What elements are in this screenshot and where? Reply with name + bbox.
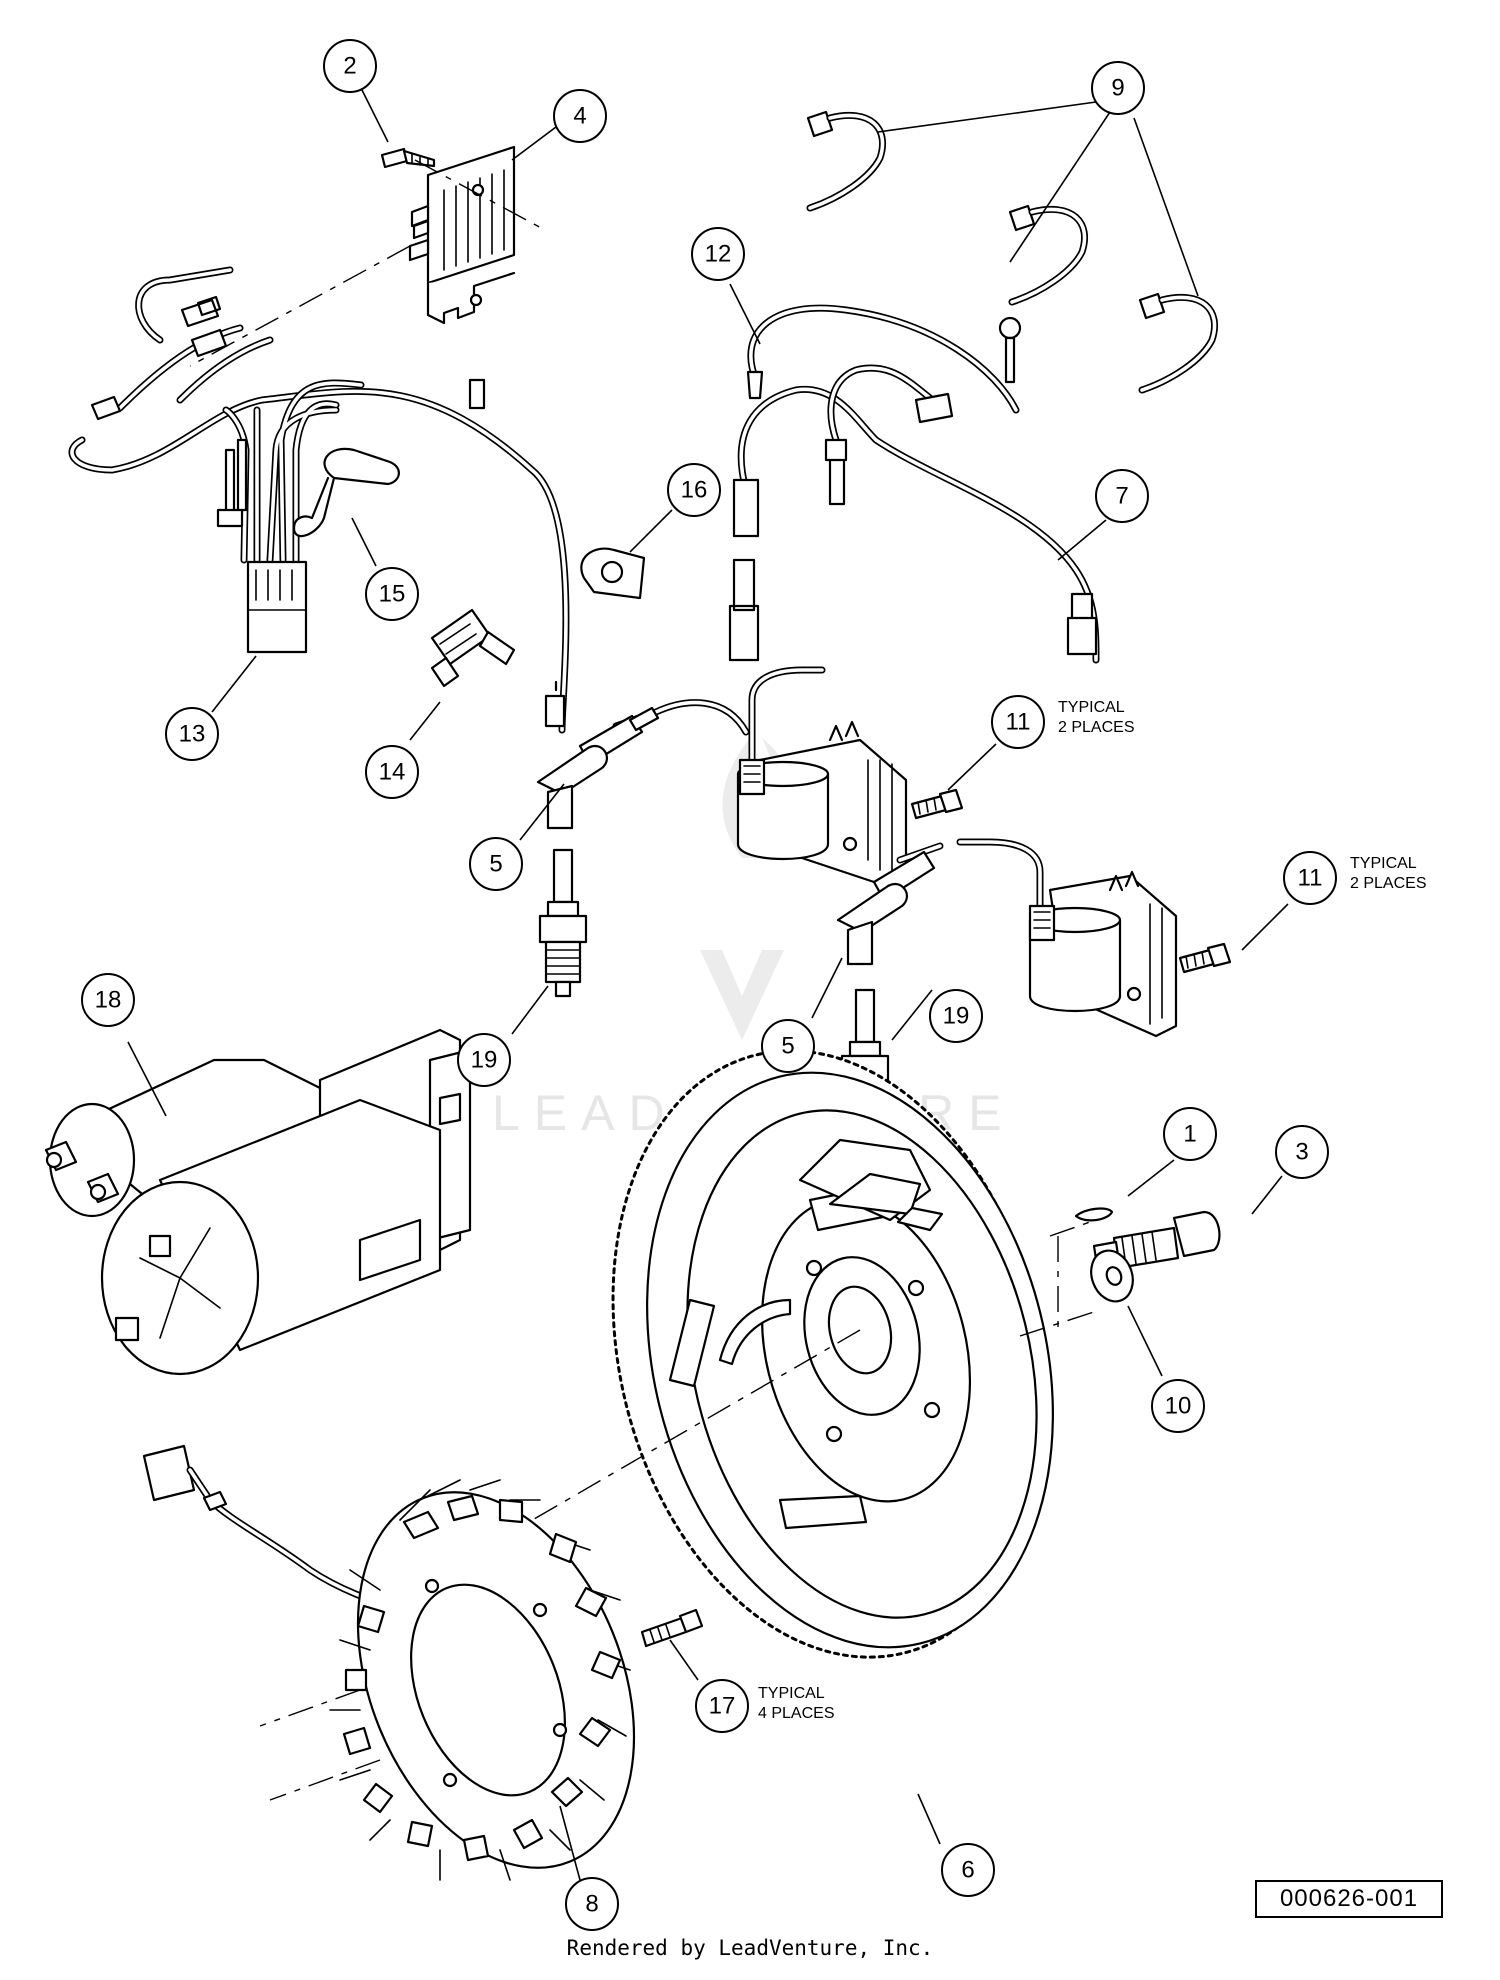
part-screw-17	[640, 1608, 704, 1648]
part-screw-11-lower	[1178, 942, 1232, 974]
svg-text:7: 7	[1115, 483, 1128, 510]
svg-text:16: 16	[681, 477, 708, 504]
callout-1: 1	[1163, 1107, 1217, 1161]
part-rectifier-regulator-4	[408, 145, 516, 325]
part-clamp-16	[580, 547, 646, 600]
part-flywheel-key-1	[1074, 1207, 1114, 1222]
part-clamp-15	[292, 447, 400, 538]
part-tie-strap-9	[806, 110, 1219, 394]
svg-text:10: 10	[1165, 1393, 1192, 1420]
callout-19-lower: 19	[929, 989, 983, 1043]
svg-text:14: 14	[379, 759, 406, 786]
callout-13: 13	[165, 707, 219, 761]
callout-3: 3	[1275, 1125, 1329, 1179]
callout-11-upper: 11	[991, 695, 1045, 749]
callout-19-upper: 19	[457, 1033, 511, 1087]
svg-text:18: 18	[95, 987, 122, 1014]
part-flywheel-6	[611, 1049, 1054, 1659]
svg-text:4: 4	[573, 103, 586, 130]
part-kill-wire-7	[728, 364, 1100, 664]
leader-lines	[127, 81, 1289, 1881]
svg-text:19: 19	[471, 1047, 498, 1074]
svg-text:15: 15	[379, 581, 406, 608]
callout-2: 2	[323, 39, 377, 93]
callout-7: 7	[1095, 469, 1149, 523]
callout-5-lower: 5	[761, 1019, 815, 1073]
part-flywheel-bolt-3	[1092, 1210, 1221, 1274]
callout-15: 15	[365, 567, 419, 621]
svg-text:6: 6	[961, 1857, 974, 1884]
callout-17: 17	[695, 1679, 749, 1733]
callout-14: 14	[365, 745, 419, 799]
part-spark-plug-19-upper	[538, 848, 588, 998]
part-stator-8	[142, 1444, 636, 1881]
svg-text:11: 11	[1006, 709, 1031, 736]
part-ignition-coil-lower	[956, 838, 1178, 1038]
note-typical-17-line1: TYPICAL	[758, 1685, 825, 1702]
note-typical-11-lower-line2: 2 PLACES	[1350, 875, 1426, 892]
note-typical-11-upper-line2: 2 PLACES	[1058, 719, 1134, 736]
callout-10: 10	[1151, 1379, 1205, 1433]
drawing-id-box: 000626-001	[1255, 1880, 1443, 1918]
callout-5-upper: 5	[469, 837, 523, 891]
callout-9: 9	[1091, 61, 1145, 115]
part-washer-10	[1090, 1249, 1134, 1303]
svg-text:5: 5	[781, 1033, 794, 1060]
callout-11-lower: 11	[1283, 851, 1337, 905]
svg-text:12: 12	[705, 241, 732, 268]
callout-18: 18	[81, 973, 135, 1027]
svg-text:2: 2	[343, 53, 356, 80]
svg-text:8: 8	[585, 1891, 598, 1918]
svg-text:5: 5	[489, 851, 502, 878]
svg-text:11: 11	[1298, 865, 1323, 892]
svg-text:17: 17	[709, 1693, 736, 1720]
note-typical-11-upper-line1: TYPICAL	[1058, 699, 1125, 716]
svg-text:13: 13	[179, 721, 206, 748]
part-plug-wire-5-lower	[836, 842, 944, 966]
callout-16: 16	[667, 463, 721, 517]
part-screw-11-upper	[910, 788, 964, 820]
part-oil-pressure-switch-14	[430, 608, 516, 688]
callout-4: 4	[553, 89, 607, 143]
part-screw-2	[380, 147, 436, 169]
svg-text:19: 19	[943, 1003, 970, 1030]
part-ground-lead-12	[746, 304, 1022, 414]
callout-8: 8	[565, 1877, 619, 1931]
part-starter-motor-18	[44, 1028, 472, 1376]
note-typical-17-line2: 4 PLACES	[758, 1705, 834, 1722]
svg-text:1: 1	[1183, 1121, 1196, 1148]
svg-text:9: 9	[1111, 75, 1124, 102]
part-wiring-harness-13	[68, 266, 570, 734]
callout-6: 6	[941, 1843, 995, 1897]
part-plug-wire-5-upper	[536, 699, 750, 830]
callout-12: 12	[691, 227, 745, 281]
svg-text:3: 3	[1295, 1139, 1308, 1166]
footer-rendered-by: Rendered by LeadVenture, Inc.	[566, 1936, 934, 1960]
part-ignition-coil-upper	[736, 666, 908, 888]
note-typical-11-lower-line1: TYPICAL	[1350, 855, 1417, 872]
